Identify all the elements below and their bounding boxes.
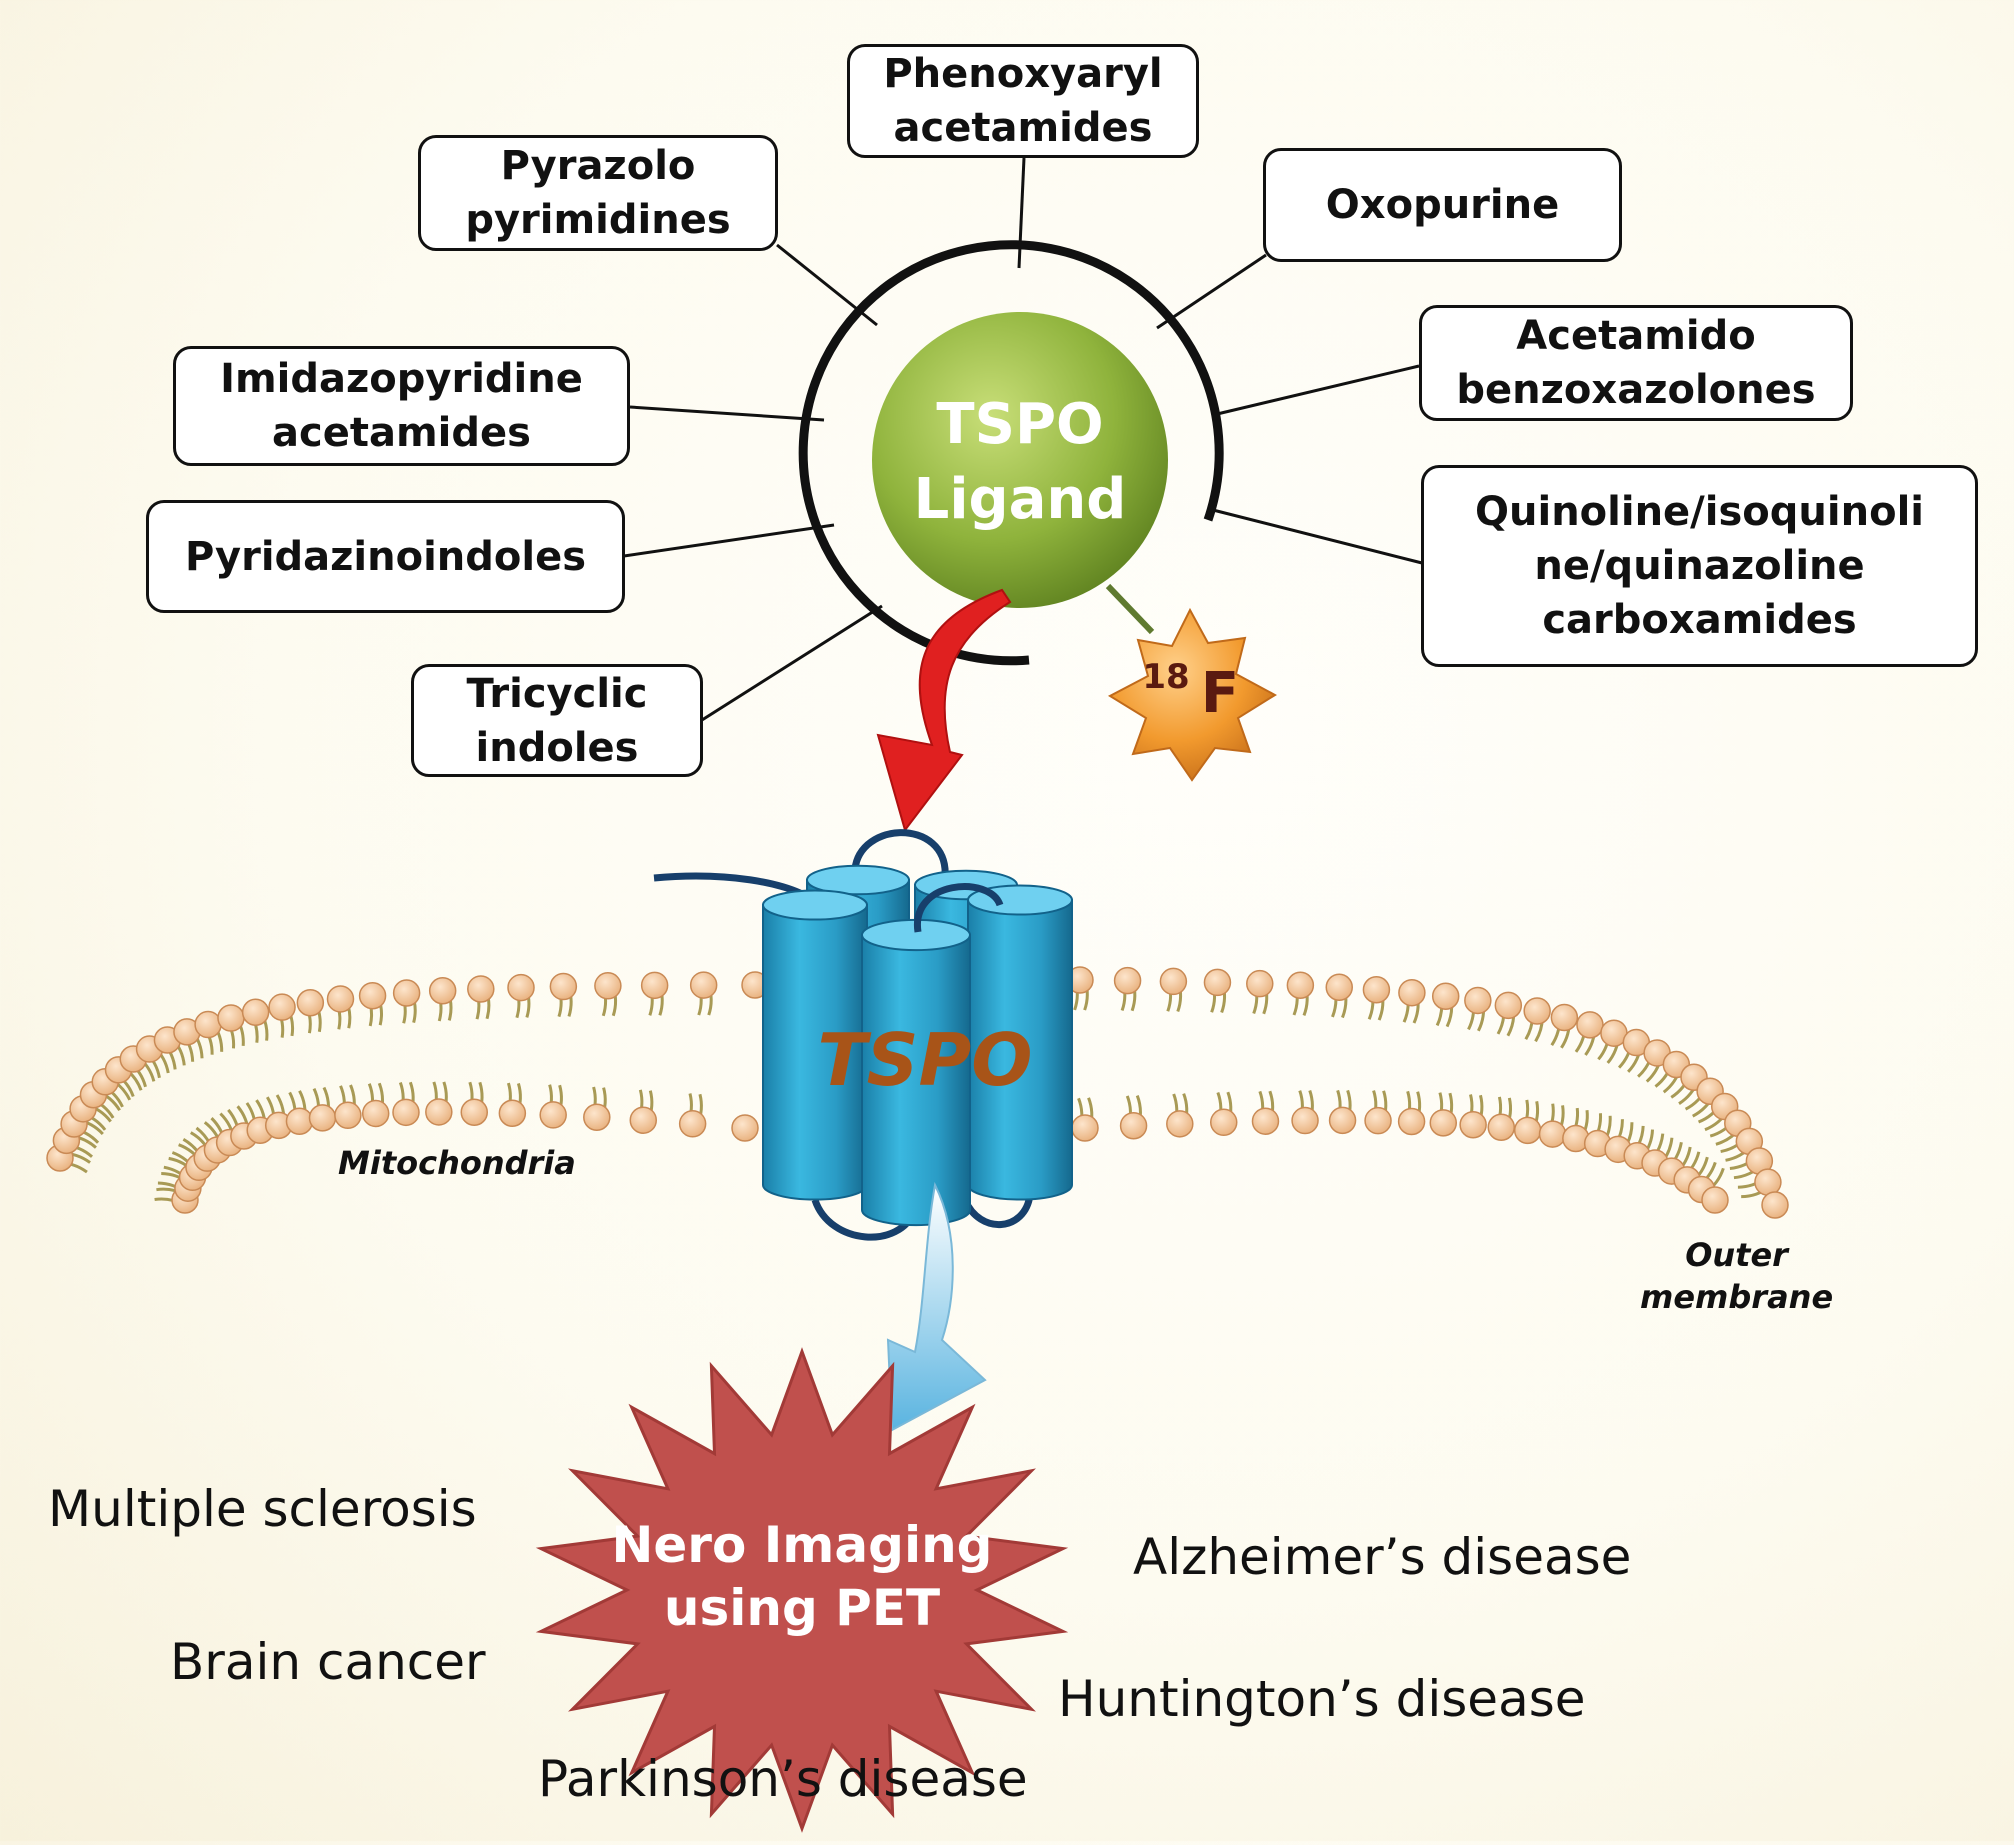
ligand-label-line2: Ligand (914, 467, 1127, 532)
lipid (1113, 966, 1142, 1012)
lipid (1251, 1090, 1280, 1135)
lipid (594, 972, 622, 1017)
lipid (428, 977, 457, 1022)
connector-lines (623, 157, 1423, 722)
receptor-label: TSPO (818, 1018, 1033, 1102)
lipid (1513, 1099, 1542, 1145)
lipid (241, 998, 270, 1043)
lipid (1729, 1147, 1774, 1180)
imaging-label-line1: Nero Imaging (612, 1516, 993, 1574)
lipid (285, 1090, 314, 1135)
imaging-label-line2: using PET (664, 1579, 940, 1637)
lipid (1701, 1186, 1729, 1214)
lipid (1364, 1090, 1392, 1135)
lipid (1431, 982, 1460, 1028)
lipid (1562, 1107, 1590, 1153)
lipid (1397, 1090, 1426, 1136)
ligand-class-box: Quinoline/isoquinoli ne/quinazoline carb… (1421, 465, 1978, 667)
lipid (1574, 1011, 1604, 1056)
ligand-class-box: Phenoxyaryl acetamides (847, 44, 1199, 158)
ligand-class-box: Imidazopyridine acetamides (173, 346, 630, 466)
lipid (731, 1114, 759, 1142)
lipid (467, 975, 495, 1020)
lipid (194, 1010, 224, 1055)
lipid (629, 1089, 658, 1134)
lipid (268, 993, 296, 1038)
lipid (334, 1084, 362, 1130)
isotope-star (1107, 607, 1277, 782)
lipid (1464, 986, 1492, 1032)
lipid (1487, 1096, 1515, 1141)
disease-label: Huntington’s disease (1058, 1670, 1586, 1728)
ligand-class-box: Oxopurine (1263, 148, 1622, 262)
lipid (425, 1081, 453, 1126)
lipid (1617, 1028, 1651, 1073)
ligand-class-box: Acetamido benzoxazolones (1419, 305, 1853, 421)
lipid (1119, 1094, 1148, 1140)
lipid (678, 1093, 707, 1138)
lipid (1246, 969, 1274, 1015)
lipid (361, 1082, 390, 1128)
lipid (1398, 978, 1426, 1024)
ligand-class-box: Pyrazolo pyrimidines (418, 135, 778, 251)
lipid (1066, 966, 1094, 1011)
lipid (1459, 1094, 1487, 1139)
lipid (498, 1082, 527, 1128)
lipid (1328, 1089, 1357, 1135)
ligand-binding-ring (798, 240, 1224, 666)
isotope-mass: 18 (1142, 657, 1189, 697)
lipid (392, 1081, 420, 1127)
lipid (1429, 1092, 1458, 1137)
lipid (1494, 991, 1523, 1037)
lipid (358, 981, 387, 1027)
lipid (1291, 1090, 1319, 1135)
lipid (1325, 973, 1353, 1019)
mitochondrial-membrane (46, 966, 1789, 1219)
pet-imaging-burst (535, 1347, 1069, 1833)
lipid (308, 1086, 337, 1132)
ligand-class-box: Pyridazinoindoles (146, 500, 625, 613)
lipid (1159, 967, 1188, 1013)
lipid (1286, 971, 1315, 1017)
lipid (1761, 1191, 1789, 1219)
disease-label: Brain cancer (170, 1633, 486, 1691)
lipid (1209, 1091, 1238, 1137)
lipid (1071, 1097, 1099, 1142)
tspo-ligand-sphere (872, 312, 1168, 608)
lipid (1203, 968, 1232, 1014)
lipid (296, 988, 325, 1034)
lipid (507, 973, 535, 1019)
outer-membrane-label: Outer membrane (1640, 1236, 1834, 1316)
lipid (640, 971, 669, 1016)
disease-label: Parkinson’s disease (538, 1750, 1028, 1808)
mitochondria-label: Mitochondria (338, 1144, 576, 1182)
ligand-label-line1: TSPO (936, 392, 1103, 457)
lipid (1166, 1093, 1194, 1138)
lipid (549, 972, 578, 1018)
receptor-helix (861, 918, 971, 1227)
lipid (539, 1084, 567, 1129)
signal-arrow (886, 1181, 987, 1432)
tspo-receptor (653, 829, 1073, 1241)
lipid (217, 1004, 245, 1049)
lipid (264, 1094, 293, 1140)
isotope-symbol: F (1201, 661, 1239, 726)
lipid (1523, 997, 1551, 1043)
lipid (460, 1081, 489, 1127)
lipid (173, 1018, 204, 1062)
ligand-class-box: Tricyclic indoles (411, 664, 703, 777)
lipid (392, 979, 421, 1024)
lipid (583, 1086, 611, 1131)
lipid (326, 985, 355, 1030)
lipid (689, 971, 718, 1016)
disease-label: Multiple sclerosis (48, 1480, 477, 1538)
lipid (1550, 1003, 1579, 1049)
lipid (1362, 975, 1391, 1021)
lipid (1538, 1103, 1567, 1148)
disease-label: Alzheimer’s disease (1133, 1528, 1632, 1586)
